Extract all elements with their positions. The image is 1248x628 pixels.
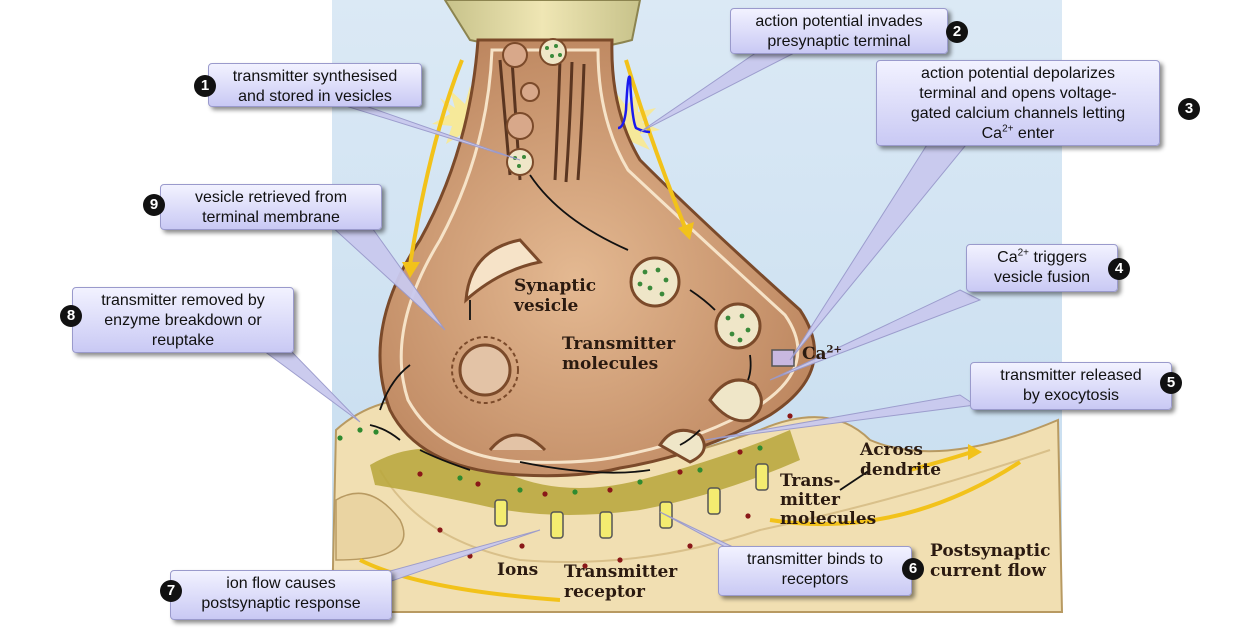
endosome [464,238,543,304]
label-trans-mitter: Trans- mitter molecules [780,472,876,529]
step-7-callout: ion flow causes postsynaptic response [170,570,392,620]
step-9-line1: vesicle retrieved from [194,189,348,206]
label-ions-text: Ions [497,560,539,580]
label-postsynaptic-flow: Postsynaptic current flow [930,541,1050,581]
step-7-line1: ion flow causes [226,575,336,592]
action-potential-trace [617,75,651,134]
step-8-line2: enzyme breakdown or [104,312,262,329]
step-3-callout: action potential depolarizes terminal an… [876,60,1160,146]
label-trans-mitter-line1: Trans- [780,471,841,491]
receptors [494,463,769,539]
step-3-ca-sup: 2+ [1002,123,1014,135]
step-7-line2: postsynaptic response [201,595,361,612]
label-ca-base: Ca [802,344,827,364]
step-5-callout: transmitter released by exocytosis [970,362,1172,410]
step-6-line1: transmitter binds to [746,551,884,568]
process-arrows [369,174,871,491]
step-8-number: 8 [60,305,82,327]
step-3-enter: enter [1013,125,1055,142]
step-3-line2: terminal and opens voltage- [919,85,1117,102]
step-7-number: 7 [160,580,182,602]
step-9-callout: vesicle retrieved from terminal membrane [160,184,382,230]
label-ca-sup: 2+ [826,344,842,356]
step-5-number: 5 [1160,372,1182,394]
step-8-line1: transmitter removed by [101,292,265,309]
step-5-line2: by exocytosis [1022,387,1120,404]
fusing-vesicle-1 [708,378,763,423]
step-3-line4: Ca2+ enter [885,124,1151,144]
step-1-line2: and stored in vesicles [238,88,392,105]
step-2-callout: action potential invades presynaptic ter… [730,8,948,54]
label-transmitter-molecules-line2: molecules [562,354,659,374]
step-2-line2: presynaptic terminal [767,33,911,50]
step-4-line1: Ca2+ triggers [975,248,1109,268]
step-4-line2: vesicle fusion [993,269,1091,286]
label-across-dendrite-line2: dendrite [860,460,942,480]
step-8-callout: transmitter removed by enzyme breakdown … [72,287,294,353]
step-6-line2: receptors [781,571,849,588]
step-4-ca-base: Ca [997,249,1018,266]
step-3-line3: gated calcium channels letting [910,105,1126,122]
label-synaptic-vesicle-line2: vesicle [514,296,579,316]
step-6-callout: transmitter binds to receptors [718,546,912,596]
label-transmitter-molecules: Transmitter molecules [562,334,675,374]
step-4-callout: Ca2+ triggers vesicle fusion [966,244,1118,292]
step-4-number: 4 [1108,258,1130,280]
label-trans-mitter-line3: molecules [780,509,877,529]
label-synaptic-vesicle: Synaptic vesicle [514,276,596,316]
label-across-dendrite-line1: Across [860,440,923,460]
terminal-membrane-inner [399,48,800,464]
step-1-callout: transmitter synthesised and stored in ve… [208,63,422,107]
label-ca-text: Ca2+ [802,344,842,364]
transmitter-dots-vesicles [513,44,751,343]
label-postsynaptic-flow-line2: current flow [930,561,1046,581]
label-transmitter-molecules-line1: Transmitter [562,334,676,354]
dendrite-inner [379,449,1051,563]
yellow-arrows [359,59,1022,602]
label-transmitter-receptor-line1: Transmitter [564,562,678,582]
step-5-line1: transmitter released [1000,367,1142,384]
step-1-number: 1 [194,75,216,97]
step-2-line1: action potential invades [755,13,923,30]
step-4-ca-sup: 2+ [1017,247,1030,259]
label-across-dendrite: Across dendrite [860,440,941,480]
step-6-number: 6 [902,558,924,580]
synaptic-cleft [370,430,800,515]
label-transmitter-receptor: Transmitter receptor [564,562,677,602]
step-3-line1: action potential depolarizes [921,65,1115,82]
vesicles [458,38,762,397]
yellow-arrowheads [402,222,982,460]
coated-vesicle [451,336,519,404]
coated-pit [488,433,547,452]
fusing-vesicle-2 [657,428,706,464]
label-synaptic-vesicle-line1: Synaptic [514,276,597,296]
step-3-number: 3 [1178,98,1200,120]
step-9-number: 9 [143,194,165,216]
label-trans-mitter-line2: mitter [780,490,840,510]
label-ca: Ca2+ [802,344,842,364]
label-transmitter-receptor-line2: receptor [564,582,645,602]
spine-left [335,492,405,561]
step-8-line3: reuptake [151,332,215,349]
label-ions: Ions [497,560,538,580]
label-postsynaptic-flow-line1: Postsynaptic [930,541,1051,561]
calcium-channel [771,349,795,367]
step-1-line1: transmitter synthesised [232,68,398,85]
step-9-line2: terminal membrane [202,209,340,226]
step-4-triggers: triggers [1029,249,1087,266]
step-2-number: 2 [946,21,968,43]
step-3-ca-base: Ca [981,125,1003,142]
